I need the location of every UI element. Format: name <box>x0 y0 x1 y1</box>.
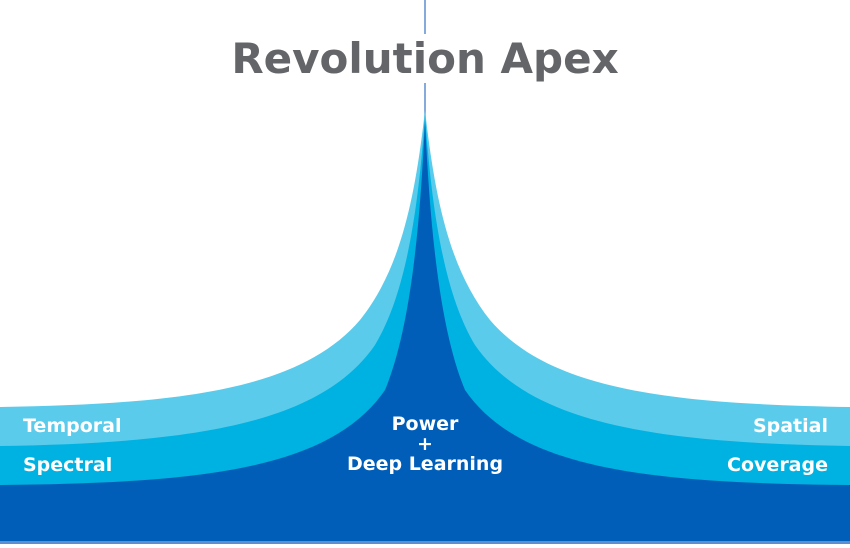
label-spectral: Spectral <box>23 454 113 476</box>
bottom-edge-line <box>0 541 850 544</box>
label-coverage: Coverage <box>727 454 828 476</box>
label-spatial: Spatial <box>752 415 828 437</box>
label-temporal: Temporal <box>23 415 122 437</box>
center-label-deep-learning: Deep Learning <box>346 453 504 475</box>
center-label: Power + Deep Learning <box>325 414 525 474</box>
inner-layer-power-deep-learning <box>0 120 850 544</box>
center-label-power: Power <box>391 413 459 435</box>
diagram-title: Revolution Apex <box>229 34 621 83</box>
center-label-plus: + <box>417 433 433 455</box>
